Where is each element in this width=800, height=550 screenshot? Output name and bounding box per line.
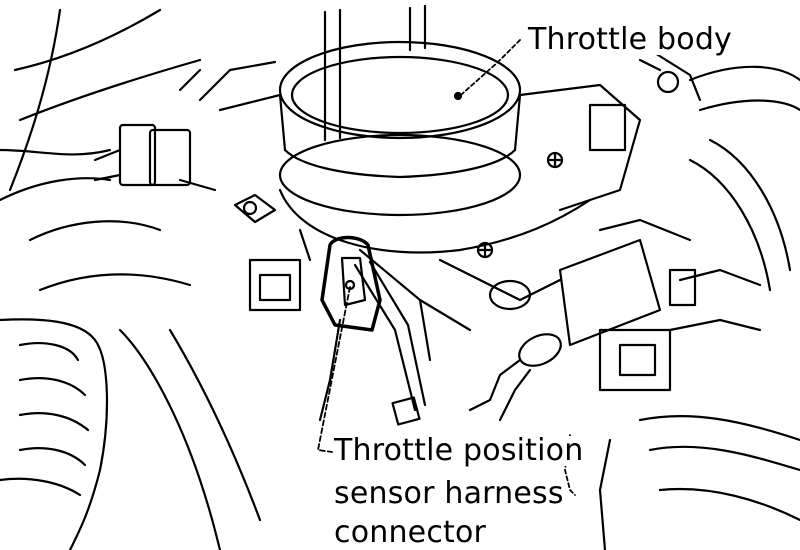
- intake-manifold-left: [0, 8, 202, 292]
- tps-connector-label-line-1: Throttle position: [334, 433, 584, 468]
- tps-connector-drawing: [318, 235, 427, 426]
- throttle-body-drawing: [178, 4, 642, 362]
- hose-right: [638, 65, 800, 522]
- hose-lower-left: [0, 318, 262, 550]
- tps-connector-label-line-2: sensor harness: [334, 476, 564, 511]
- right-sensor-drawing: [468, 218, 692, 422]
- tps-connector-label-line-3: connector: [334, 515, 487, 550]
- right-connectors: [598, 48, 762, 550]
- left-connector: [93, 123, 302, 312]
- throttle-body-label: Throttle body: [528, 22, 733, 57]
